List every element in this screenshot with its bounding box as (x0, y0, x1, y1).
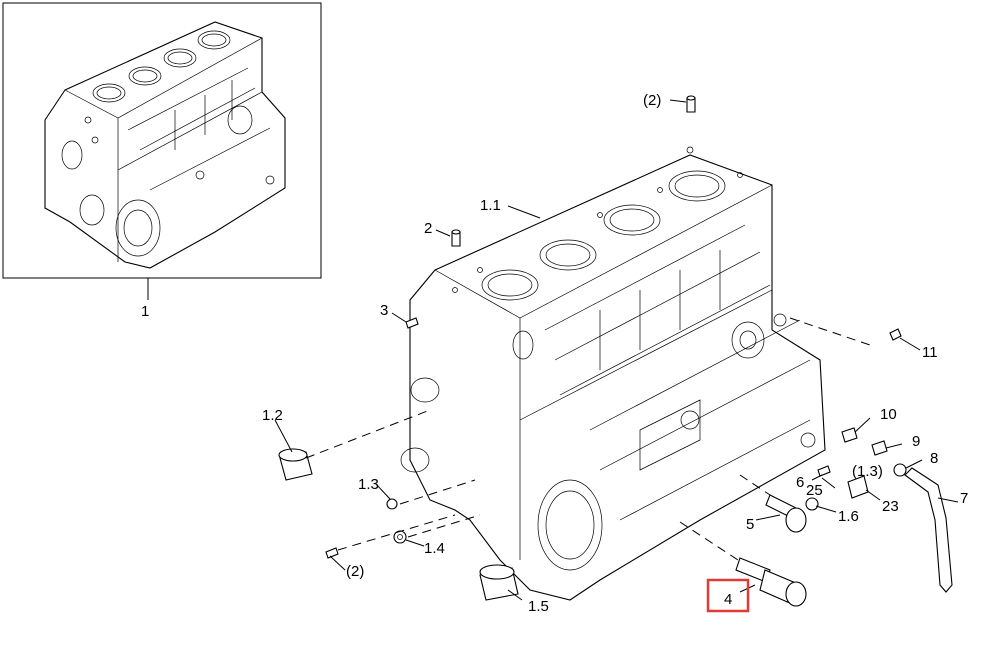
part-pin-2-top (686, 95, 696, 113)
callout-2: 2 (424, 220, 432, 237)
callout-8: 8 (930, 450, 938, 467)
part-plug-1-4 (393, 530, 407, 544)
callout-1: 1 (141, 303, 149, 320)
callout-10: 10 (880, 406, 897, 423)
leader-lines (274, 99, 959, 601)
part-bushing-1-5 (479, 564, 519, 601)
part-bushing-1-2 (278, 448, 313, 481)
callout-11: 11 (922, 344, 938, 361)
part-pin-2 (451, 229, 461, 247)
callout-4: 4 (724, 591, 732, 608)
callout-23: 23 (882, 498, 899, 515)
callout-4-highlight-box (706, 578, 750, 613)
callout-labels: (2) 1.1 2 3 11 1.2 10 9 8 (1.3) 1.3 6 25… (262, 92, 968, 615)
part-plug-1-3 (386, 498, 398, 510)
callout-1-2: 1.2 (262, 407, 283, 424)
inset-block-drawing (44, 21, 286, 269)
part-nozzle-6 (817, 465, 831, 477)
callout-1-6: 1.6 (838, 508, 859, 525)
callout-7: 7 (960, 490, 968, 507)
callout-1-5: 1.5 (528, 598, 549, 615)
part-fitting-10 (841, 427, 858, 443)
callout-3: 3 (380, 302, 388, 319)
callout-1-3-left: 1.3 (358, 476, 379, 493)
callout-1-4: 1.4 (424, 540, 445, 557)
part-washer-8 (893, 463, 907, 477)
assembled-block-inset (2, 2, 322, 279)
part-pin-3 (405, 317, 419, 329)
callout-25: 25 (806, 482, 823, 499)
callout-2-bottom: (2) (346, 563, 364, 580)
cylinder-block-drawing (400, 146, 826, 601)
callout-2-top: (2) (643, 92, 661, 109)
part-pin-2-bottom (325, 547, 339, 559)
part-washer-1-6 (805, 497, 819, 511)
part-fitting-9 (871, 440, 888, 456)
callout-1-1: 1.1 (480, 197, 501, 214)
callout-6: 6 (796, 474, 804, 491)
part-pipe-7 (904, 467, 953, 593)
callout-1-3-right: (1.3) (852, 463, 883, 480)
part-oil-pressure-switch-4 (735, 557, 807, 607)
part-bolt-11 (889, 328, 902, 341)
part-bolt-5 (765, 494, 807, 533)
callout-9: 9 (912, 433, 920, 450)
assembly-lines (305, 317, 871, 561)
callout-5: 5 (746, 516, 754, 533)
